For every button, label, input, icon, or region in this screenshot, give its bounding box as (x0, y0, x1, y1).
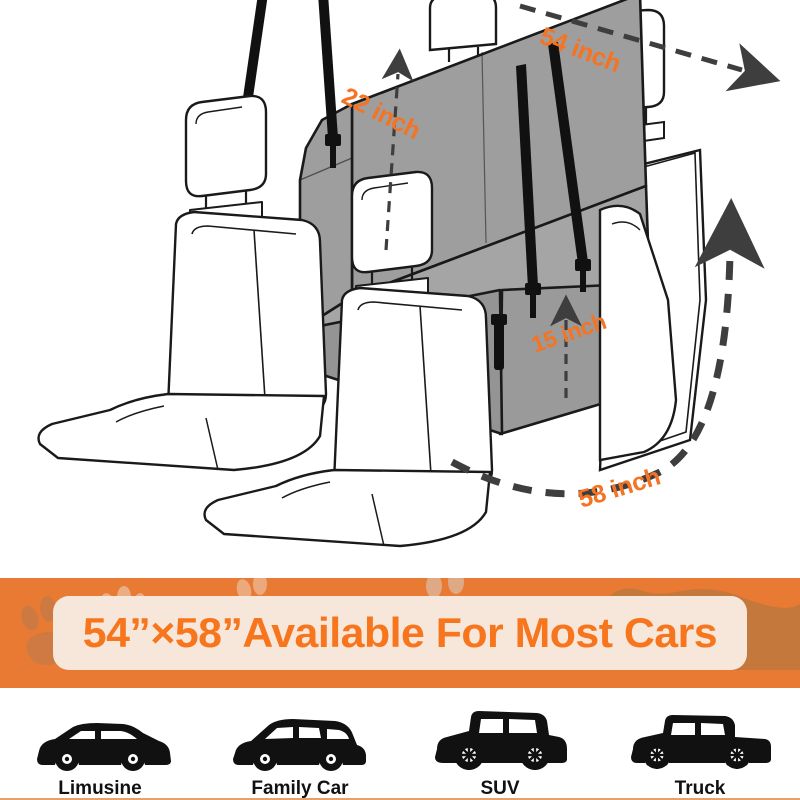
seat-cover-illustration: 54 inch 22 inch 15 inch 58 inch (37, 0, 781, 548)
arrow-22-inch (381, 48, 414, 251)
bottom-divider (0, 798, 800, 800)
headline-pill: 54”×58”Available For Most Cars (53, 596, 747, 670)
vehicle-label: Limusine (58, 778, 142, 799)
vehicle-item-truck: Truck (600, 688, 800, 800)
vehicle-label: Family Car (251, 778, 349, 799)
headline-banner: 54”×58”Available For Most Cars (0, 578, 800, 688)
arrow-54-inch (519, 3, 781, 92)
pickup-truck-icon (625, 705, 775, 777)
sedan-car-icon (25, 705, 175, 777)
front-seats-group (37, 94, 494, 548)
dimension-arrows (450, 3, 781, 498)
headline-text: 54”×58”Available For Most Cars (82, 609, 718, 656)
vehicle-item-suv: SUV (400, 688, 600, 800)
hatchback-car-icon (225, 705, 375, 777)
compatible-vehicles-row: Limusine (0, 688, 800, 800)
dimension-arrows-thin (381, 48, 582, 398)
vehicle-item-family-car: Family Car (200, 688, 400, 800)
vehicle-item-limusine: Limusine (0, 688, 200, 800)
arrow-58-inch (450, 198, 765, 498)
vehicle-label: Truck (674, 778, 726, 799)
vehicle-label: SUV (480, 778, 520, 799)
car-seat-diagram-svg (37, 0, 781, 548)
suv-car-icon (425, 705, 575, 777)
rear-right-bolster (598, 204, 678, 462)
